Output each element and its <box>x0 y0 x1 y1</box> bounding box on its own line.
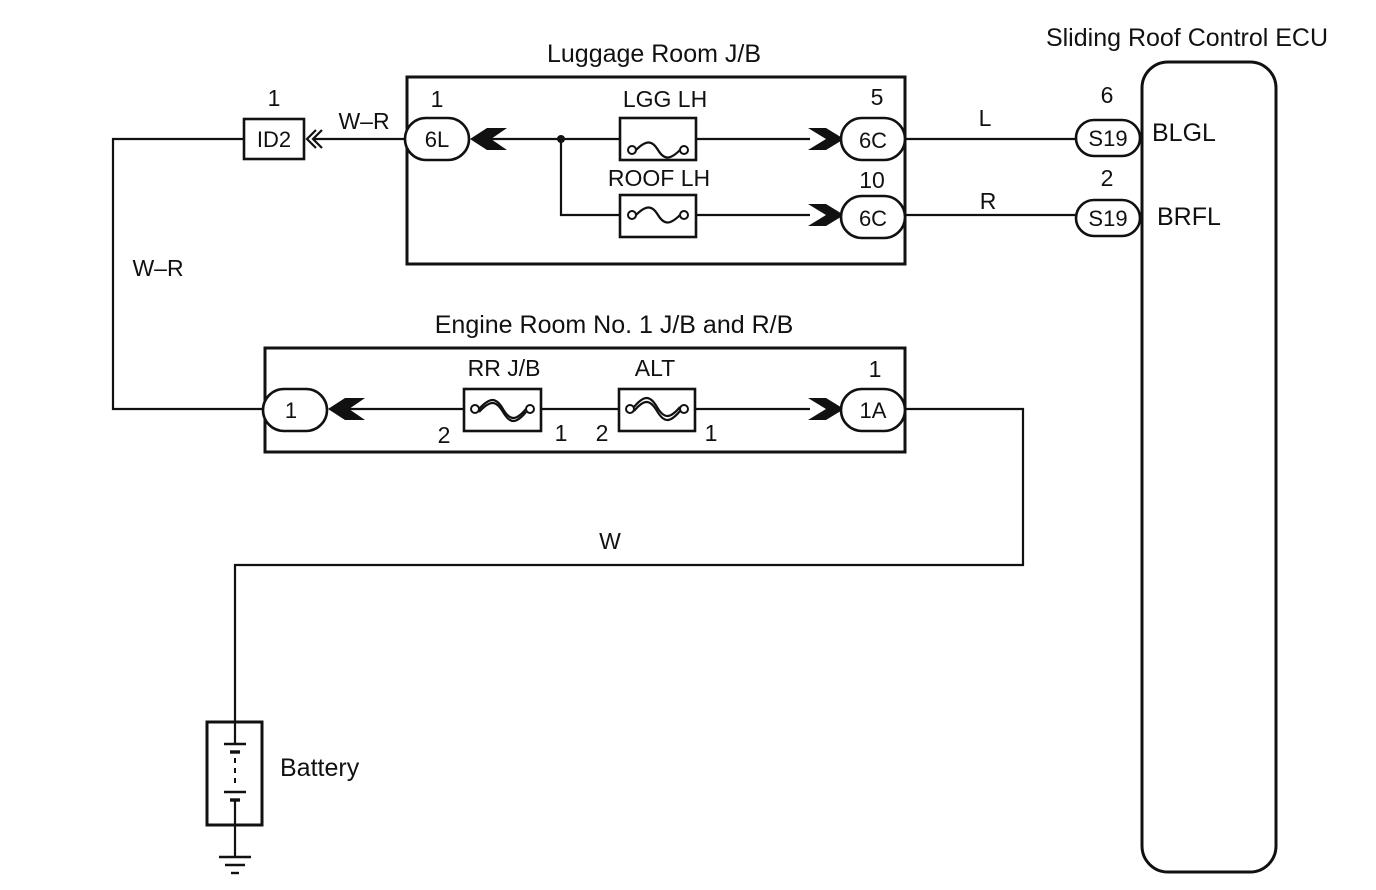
id2-number: 1 <box>268 85 281 111</box>
ecu-title: Sliding Roof Control ECU <box>1046 24 1328 52</box>
luggage-jb-title: Luggage Room J/B <box>547 40 761 68</box>
fuse-alt-pin-left: 2 <box>596 420 609 446</box>
fuse-lgg-lh-element <box>635 141 681 159</box>
fuse-rr-jb-pin-left: 2 <box>438 422 451 448</box>
fuse-roof-lh-terminal-right <box>679 210 689 220</box>
fuse-alt-terminal-left <box>625 404 635 414</box>
engine-jb-right-connector-label: 1A <box>860 398 887 423</box>
engine-jb-box <box>263 346 907 454</box>
fuse-rr-jb-element-2 <box>478 401 527 423</box>
fuse-lgg-lh-terminal-right <box>679 145 689 155</box>
fuse-roof-lh-label: ROOF LH <box>608 165 710 191</box>
luggage-jb-out-roof-number: 10 <box>859 167 885 193</box>
ecu-connector-brfl <box>1074 198 1142 238</box>
luggage-jb-input-arrow <box>470 128 507 150</box>
luggage-jb-out-lgg-number: 5 <box>871 84 884 110</box>
wire-battery <box>233 407 1025 722</box>
wire-brfl-color: R <box>980 188 997 214</box>
fuse-roof-lh-element <box>635 206 681 224</box>
wire-id2-to-jb-color: W–R <box>338 108 389 134</box>
fuse-alt-element-2 <box>633 400 681 422</box>
id2-chevron-outer <box>305 129 317 149</box>
fuse-rr-jb-terminal-right <box>525 404 535 414</box>
fuse-lgg-lh-label: LGG LH <box>623 86 707 112</box>
fuse-alt-element <box>633 396 681 418</box>
id2-label: ID2 <box>257 127 291 152</box>
engine-jb-right-arrow <box>808 398 844 420</box>
ecu-connector-blgl-label: S19 <box>1088 126 1127 151</box>
fuse-alt-label: ALT <box>635 355 675 381</box>
fuse-rr-jb-pin-right: 1 <box>555 420 568 446</box>
ecu-signal-brfl: BRFL <box>1157 203 1221 231</box>
id2-junction <box>242 117 306 161</box>
luggage-jb-out-roof-label: 6C <box>859 206 887 231</box>
wire-blgl-color: L <box>979 105 992 131</box>
ecu-box <box>1140 60 1278 874</box>
luggage-jb-input-number: 1 <box>431 86 444 112</box>
fuse-lgg-lh-terminal-left <box>627 145 637 155</box>
luggage-jb-out-roof-arrow <box>808 204 844 226</box>
battery-label: Battery <box>280 754 360 782</box>
wire-battery-color: W <box>599 528 621 554</box>
fuse-roof-lh-terminal-left <box>627 210 637 220</box>
luggage-jb-out-lgg-label: 6C <box>859 128 887 153</box>
luggage-jb-branch <box>559 139 620 217</box>
luggage-jb-out-roof-connector <box>839 194 907 240</box>
fuse-alt-terminal-right <box>679 404 689 414</box>
wire-to-engine-jb-color: W–R <box>132 255 183 281</box>
luggage-jb-input-label: 6L <box>425 127 449 152</box>
engine-jb-left-connector-label: 1 <box>285 398 297 423</box>
engine-jb-left-connector <box>261 387 329 433</box>
engine-jb-title: Engine Room No. 1 J/B and R/B <box>435 311 794 339</box>
ground-icon <box>219 855 251 875</box>
fuse-alt-pin-right: 1 <box>705 420 718 446</box>
fuse-rr-jb-label: RR J/B <box>468 355 541 381</box>
wire-to-engine-jb <box>111 137 264 411</box>
ecu-connector-brfl-label: S19 <box>1088 206 1127 231</box>
ecu-signal-blgl: BLGL <box>1152 119 1216 147</box>
fuse-rr-jb-element <box>478 398 527 420</box>
engine-jb-right-number: 1 <box>869 356 882 382</box>
ecu-pin-brfl-number: 2 <box>1101 165 1114 191</box>
fuse-rr-jb-terminal-left <box>470 404 480 414</box>
luggage-jb-out-lgg-arrow <box>808 128 844 150</box>
ecu-pin-blgl-number: 6 <box>1101 82 1114 108</box>
engine-jb-left-arrow <box>328 398 365 420</box>
